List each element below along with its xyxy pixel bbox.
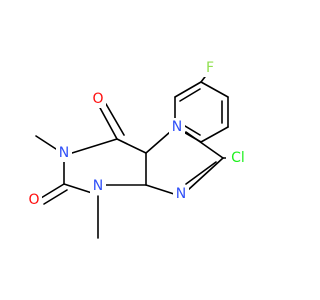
bond-n9-c4 bbox=[145, 184, 175, 195]
bond-c2-n3 bbox=[63, 183, 93, 194]
bond-c5-c6 bbox=[116, 138, 147, 154]
atom-label-fluorine: F bbox=[206, 60, 214, 76]
atom-label-n9: N bbox=[176, 186, 186, 202]
atom-label-layer: F Cl N N N N O O bbox=[26, 59, 250, 209]
bond-ring-c6-c1 bbox=[200, 81, 229, 98]
atom-n3: N bbox=[90, 177, 106, 195]
atom-fluorine: F bbox=[202, 59, 218, 77]
bond-c2-o2 bbox=[40, 183, 65, 199]
atom-o6: O bbox=[90, 90, 106, 108]
atom-n1: N bbox=[56, 144, 72, 162]
bond-c6-o6 bbox=[98, 105, 118, 140]
atom-label-o6: O bbox=[92, 91, 103, 107]
bond-c8-n7 bbox=[185, 131, 224, 159]
bond-c8-n9 bbox=[187, 157, 224, 191]
atom-label-o2: O bbox=[28, 192, 39, 208]
bond-c2-o2-double bbox=[43, 189, 68, 205]
bond-c8-n9-double bbox=[185, 161, 217, 185]
bond-ring-c1-c2 bbox=[174, 81, 202, 98]
atom-o2: O bbox=[26, 191, 42, 209]
bond-c6-o6-double bbox=[105, 103, 125, 136]
atom-label-chlorine: Cl bbox=[231, 150, 245, 166]
molecule-structure: F Cl N N N N O O bbox=[26, 59, 250, 239]
bond-n7-c5 bbox=[145, 131, 171, 154]
bond-ring-inner-c1-c2 bbox=[179, 88, 201, 102]
bond-n1-methyl bbox=[35, 135, 57, 150]
bond-layer bbox=[35, 72, 229, 239]
atom-label-n1: N bbox=[59, 145, 69, 161]
atom-label-n3: N bbox=[93, 178, 103, 194]
bond-c6-n1 bbox=[71, 138, 118, 154]
atom-n7: N bbox=[169, 118, 185, 136]
bond-ring-c4-c5 bbox=[200, 126, 229, 143]
atom-n9: N bbox=[173, 185, 189, 203]
atom-label-n7: N bbox=[172, 119, 182, 135]
atom-chlorine: Cl bbox=[226, 149, 250, 167]
